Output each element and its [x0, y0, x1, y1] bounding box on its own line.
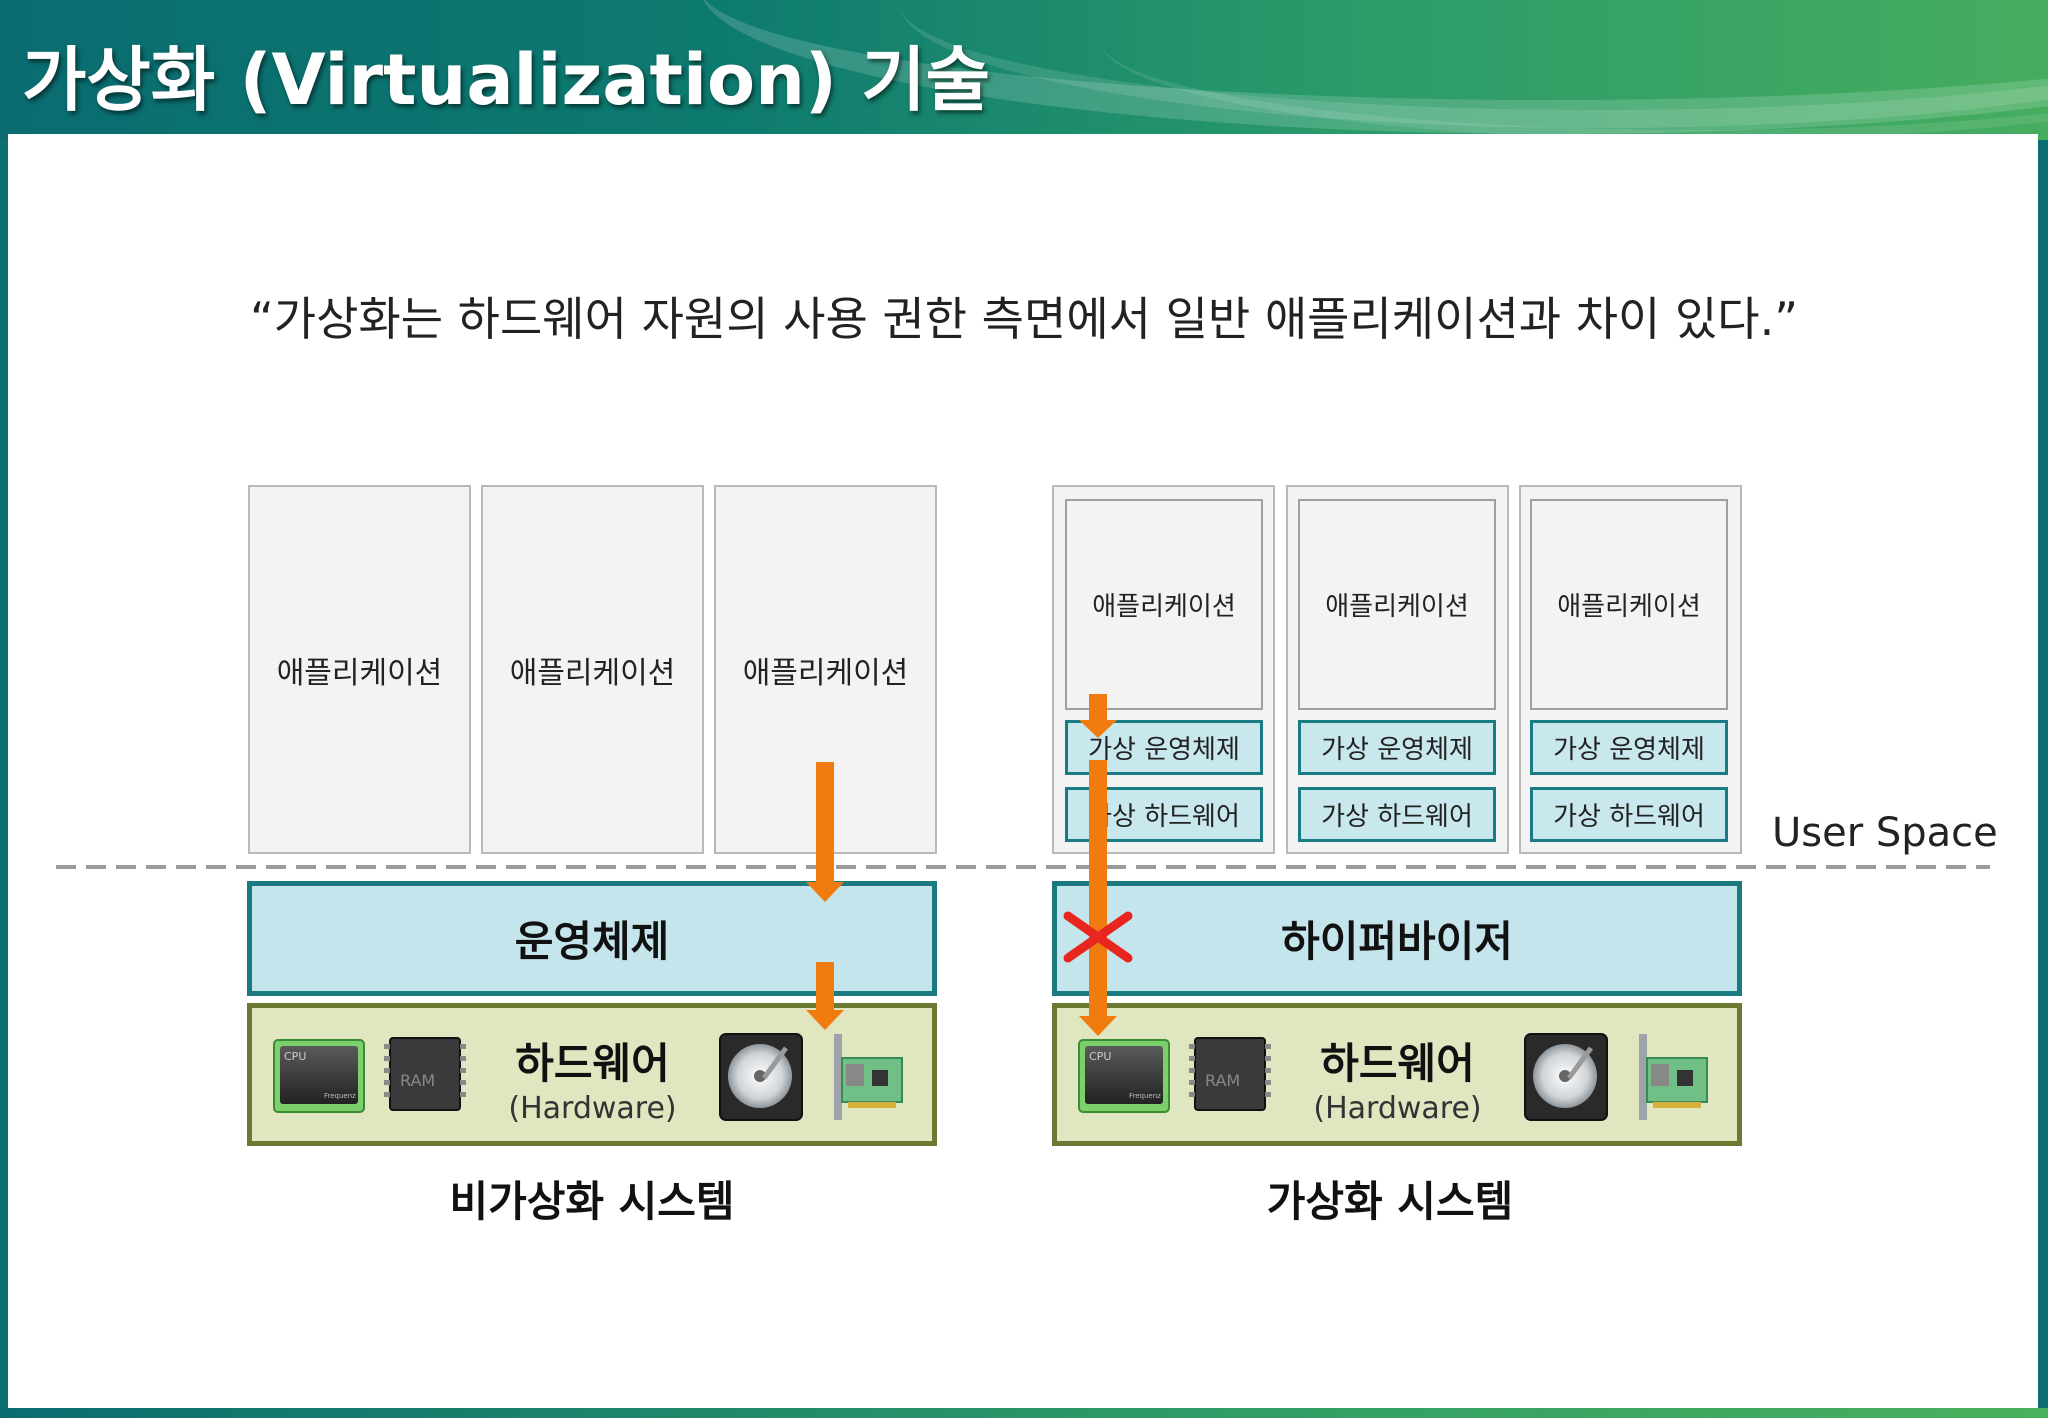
vm-1-virtual-hw: 가상 하드웨어 [1065, 787, 1263, 842]
quote-text: “가상화는 하드웨어 자원의 사용 권한 측면에서 일반 애플리케이션과 차이 … [249, 292, 1799, 346]
left-app-2-label: 애플리케이션 [509, 655, 676, 691]
left-app-1-label: 애플리케이션 [276, 655, 443, 691]
os-layer-label: 운영체제 [514, 917, 670, 966]
right-caption: 가상화 시스템 [1266, 1177, 1514, 1226]
vm-3-virtual-hw: 가상 하드웨어 [1530, 787, 1728, 842]
vm-1-virtual-hw-label: 가상 하드웨어 [1088, 802, 1240, 832]
vm-2-app-label: 애플리케이션 [1325, 592, 1469, 622]
vm-2-virtual-hw: 가상 하드웨어 [1298, 787, 1496, 842]
slide-title: 가상화 (Virtualization) 기술 [22, 39, 991, 121]
vm-2-app: 애플리케이션 [1298, 499, 1496, 710]
vm-1-app: 애플리케이션 [1065, 499, 1263, 710]
vm-1-guest-os-label: 가상 운영체제 [1088, 735, 1240, 765]
vm-3-guest-os-label: 가상 운영체제 [1553, 735, 1705, 765]
vm-3-app-label: 애플리케이션 [1557, 592, 1701, 622]
hypervisor-layer-label: 하이퍼바이저 [1281, 917, 1513, 966]
left-app-3-label: 애플리케이션 [742, 655, 909, 691]
right-hardware-title: 하드웨어 [1320, 1039, 1475, 1088]
hypervisor-layer: 하이퍼바이저 [1052, 881, 1742, 996]
vm-2-virtual-hw-label: 가상 하드웨어 [1321, 802, 1473, 832]
os-layer: 운영체제 [247, 881, 937, 996]
vm-1-guest-os: 가상 운영체제 [1065, 720, 1263, 775]
left-app-3: 애플리케이션 [714, 485, 937, 854]
vm-3-guest-os: 가상 운영체제 [1530, 720, 1728, 775]
slide-bottom-border [0, 1408, 2048, 1418]
left-hardware-title: 하드웨어 [515, 1039, 670, 1088]
left-app-2: 애플리케이션 [481, 485, 704, 854]
left-hardware-label: 하드웨어 (Hardware) [490, 1030, 695, 1126]
vm-2-guest-os: 가상 운영체제 [1298, 720, 1496, 775]
right-hardware-subtitle: (Hardware) [1313, 1091, 1482, 1126]
vm-1-app-label: 애플리케이션 [1092, 592, 1236, 622]
right-hardware-label: 하드웨어 (Hardware) [1295, 1030, 1500, 1126]
user-space-label: User Space [1772, 810, 1998, 856]
vm-2-guest-os-label: 가상 운영체제 [1321, 735, 1473, 765]
vm-3-virtual-hw-label: 가상 하드웨어 [1553, 802, 1705, 832]
left-app-1: 애플리케이션 [248, 485, 471, 854]
slide-header: 가상화 (Virtualization) 기술 [0, 0, 2048, 140]
vm-3-app: 애플리케이션 [1530, 499, 1728, 710]
left-caption: 비가상화 시스템 [449, 1177, 735, 1226]
left-hardware-subtitle: (Hardware) [508, 1091, 677, 1126]
